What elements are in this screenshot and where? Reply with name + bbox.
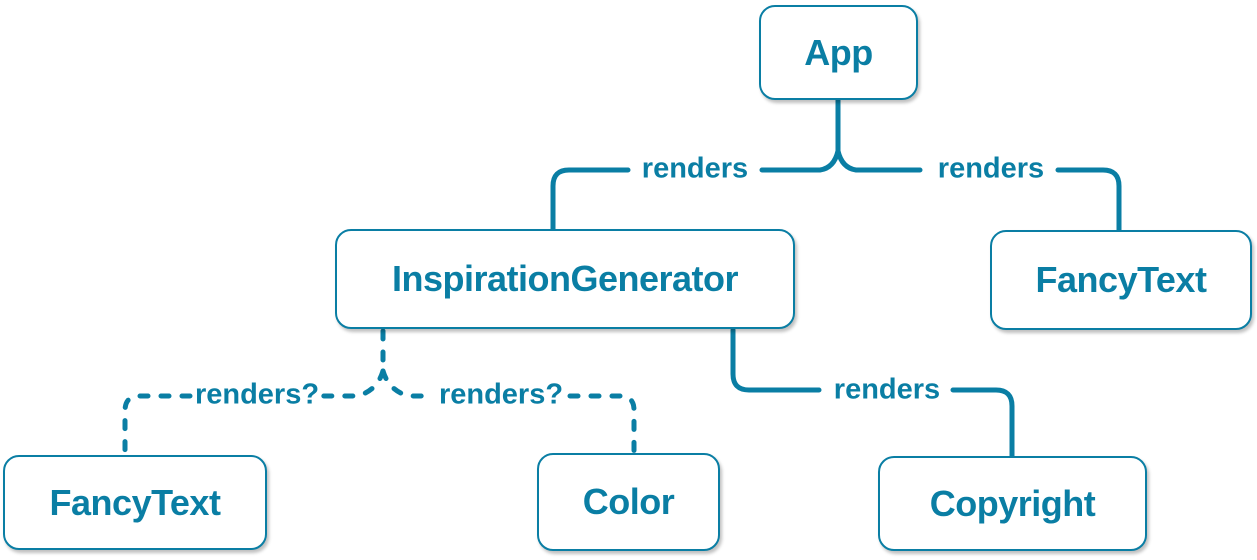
edge-app-inspiration-line	[759, 148, 841, 173]
edge-label-inspiration-renders-copyright: renders	[833, 373, 941, 406]
edge-app-fancytext-line	[835, 148, 923, 173]
node-fancy-text-top-label: FancyText	[1035, 259, 1207, 300]
edge-label-inspiration-renders-color: renders?	[438, 378, 564, 411]
edge-inspiration-color-line-right	[567, 393, 637, 456]
node-color: Color	[537, 453, 720, 551]
edge-label-app-renders-fancytext: renders	[937, 152, 1045, 185]
edge-label-app-renders-inspiration: renders	[641, 152, 749, 185]
edge-inspiration-fancytext-line	[319, 368, 386, 399]
edge-inspiration-copyright-line-right	[950, 387, 1015, 459]
node-copyright-label: Copyright	[929, 482, 1096, 524]
edge-inspiration-copyright-line	[730, 327, 822, 393]
edge-label-inspiration-renders-fancytext: renders?	[194, 378, 320, 411]
node-fancy-text-bottom-label: FancyText	[49, 481, 221, 523]
edge-app-fancytext-line-right	[1055, 167, 1122, 233]
edge-inspiration-fancytext-line-left	[122, 393, 193, 458]
node-copyright: Copyright	[878, 456, 1147, 551]
node-app-label: App	[804, 31, 873, 73]
edge-inspiration-color-line	[380, 368, 437, 399]
node-inspiration-generator: InspirationGenerator	[335, 229, 795, 329]
node-fancy-text-bottom: FancyText	[3, 455, 267, 550]
node-color-label: Color	[582, 481, 675, 522]
node-app: App	[759, 5, 918, 100]
node-fancy-text-top: FancyText	[990, 230, 1252, 330]
edge-app-inspiration-line-left	[550, 167, 631, 232]
node-inspiration-generator-label: InspirationGenerator	[391, 258, 739, 299]
